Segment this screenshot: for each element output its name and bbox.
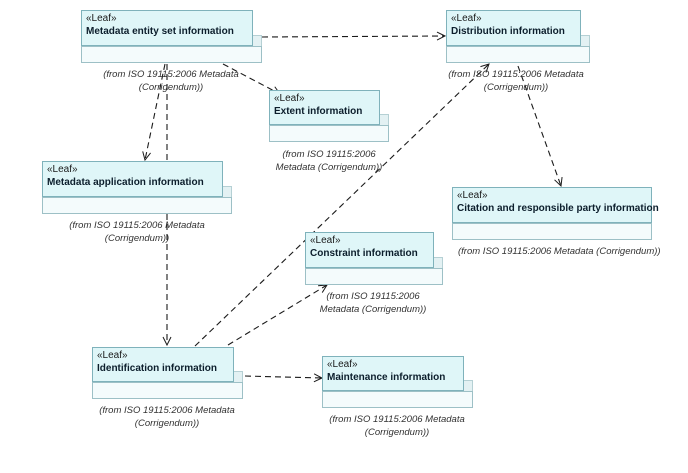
class-source-note: (from ISO 19115:2006 Metadata (Corrigend… (86, 68, 256, 94)
class-shadow (234, 371, 243, 382)
dependency-identification-to-distribution (194, 64, 489, 347)
source-line-1: (from ISO 19115:2006 Metadata (69, 220, 205, 231)
class-source-note: (from ISO 19115:2006 Metadata (Corrigend… (458, 245, 688, 258)
class-header: «Leaf» Distribution information (446, 10, 581, 46)
class-attributes-compartment (269, 125, 389, 142)
class-metadata-entity-set-information[interactable]: «Leaf» Metadata entity set information (81, 10, 262, 63)
class-shadow (253, 35, 262, 46)
stereotype-label: «Leaf» (97, 350, 128, 361)
source-line-2: Metadata (Corrigendum)) (275, 162, 383, 173)
source-line-1: (from ISO 19115:2006 (326, 291, 420, 302)
class-identification-information[interactable]: «Leaf» Identification information (92, 347, 243, 399)
source-line-1: (from ISO 19115:2006 Metadata (329, 414, 465, 425)
dependency-metadata-to-extent (222, 63, 280, 94)
stereotype-label: «Leaf» (86, 13, 117, 24)
source-line-2: (Corrigendum)) (483, 82, 549, 93)
source-line-2: Metadata (Corrigendum)) (319, 304, 427, 315)
class-name: Distribution information (451, 26, 565, 37)
dependency-distribution-to-citation (517, 65, 561, 186)
class-header: «Leaf» Identification information (92, 347, 234, 382)
source-line-1: (from ISO 19115:2006 Metadata (103, 69, 239, 80)
dependency-metadata-to-distribution (261, 36, 445, 37)
class-attributes-compartment (42, 197, 232, 214)
source-line-2: (Corrigendum)) (104, 233, 170, 244)
stereotype-label: «Leaf» (47, 164, 78, 175)
dependency-metadata-to-application (145, 63, 166, 160)
class-source-note: (from ISO 19115:2006 Metadata (Corrigend… (436, 68, 596, 94)
class-header: «Leaf» Metadata application information (42, 161, 223, 197)
class-citation-and-responsible-party-information[interactable]: «Leaf» Citation and responsible party in… (452, 187, 659, 240)
class-name: Maintenance information (327, 372, 446, 383)
diagram-canvas: «Leaf» Metadata entity set information (… (42, 10, 661, 439)
class-attributes-compartment (81, 46, 262, 63)
source-line-1: (from ISO 19115:2006 (282, 149, 376, 160)
class-attributes-compartment (322, 391, 473, 408)
class-source-note: (from ISO 19115:2006 Metadata (Corrigend… (82, 404, 252, 430)
class-shadow (223, 186, 232, 197)
class-name: Identification information (97, 363, 217, 374)
source-line-2: (Corrigendum)) (138, 82, 204, 93)
class-metadata-application-information[interactable]: «Leaf» Metadata application information (42, 161, 232, 214)
class-shadow (581, 35, 590, 46)
class-attributes-compartment (305, 268, 443, 285)
class-constraint-information[interactable]: «Leaf» Constraint information (305, 232, 443, 285)
class-distribution-information[interactable]: «Leaf» Distribution information (446, 10, 590, 63)
class-source-note: (from ISO 19115:2006 Metadata (Corrigend… (262, 148, 396, 174)
dependency-identification-to-maintenance (244, 376, 322, 378)
stereotype-label: «Leaf» (327, 359, 358, 370)
class-name: Metadata entity set information (86, 26, 234, 37)
class-source-note: (from ISO 19115:2006 Metadata (Corrigend… (52, 219, 222, 245)
class-header: «Leaf» Constraint information (305, 232, 434, 268)
stereotype-label: «Leaf» (451, 13, 482, 24)
source-line-1: (from ISO 19115:2006 Metadata (Corrigend… (458, 246, 661, 257)
class-source-note: (from ISO 19115:2006 Metadata (Corrigend… (312, 413, 482, 439)
class-name: Extent information (274, 106, 363, 117)
class-attributes-compartment (446, 46, 590, 63)
class-source-note: (from ISO 19115:2006 Metadata (Corrigend… (306, 290, 440, 316)
stereotype-label: «Leaf» (310, 235, 341, 246)
class-attributes-compartment (452, 223, 652, 240)
class-shadow (464, 380, 473, 391)
class-attributes-compartment (92, 382, 243, 399)
class-header: «Leaf» Metadata entity set information (81, 10, 253, 46)
class-shadow (434, 257, 443, 268)
class-extent-information[interactable]: «Leaf» Extent information (269, 90, 389, 142)
class-name: Metadata application information (47, 177, 204, 188)
source-line-1: (from ISO 19115:2006 Metadata (99, 405, 235, 416)
source-line-2: (Corrigendum)) (364, 427, 430, 438)
class-header: «Leaf» Citation and responsible party in… (452, 187, 659, 223)
source-line-1: (from ISO 19115:2006 Metadata (448, 69, 584, 80)
class-header: «Leaf» Extent information (269, 90, 380, 125)
stereotype-label: «Leaf» (457, 190, 488, 201)
class-maintenance-information[interactable]: «Leaf» Maintenance information (322, 356, 473, 408)
stereotype-label: «Leaf» (274, 93, 305, 104)
class-shadow (380, 114, 389, 125)
class-header: «Leaf» Maintenance information (322, 356, 464, 391)
source-line-2: (Corrigendum)) (134, 418, 200, 429)
class-name: Constraint information (310, 248, 418, 259)
class-name: Citation and responsible party informati… (457, 203, 659, 214)
